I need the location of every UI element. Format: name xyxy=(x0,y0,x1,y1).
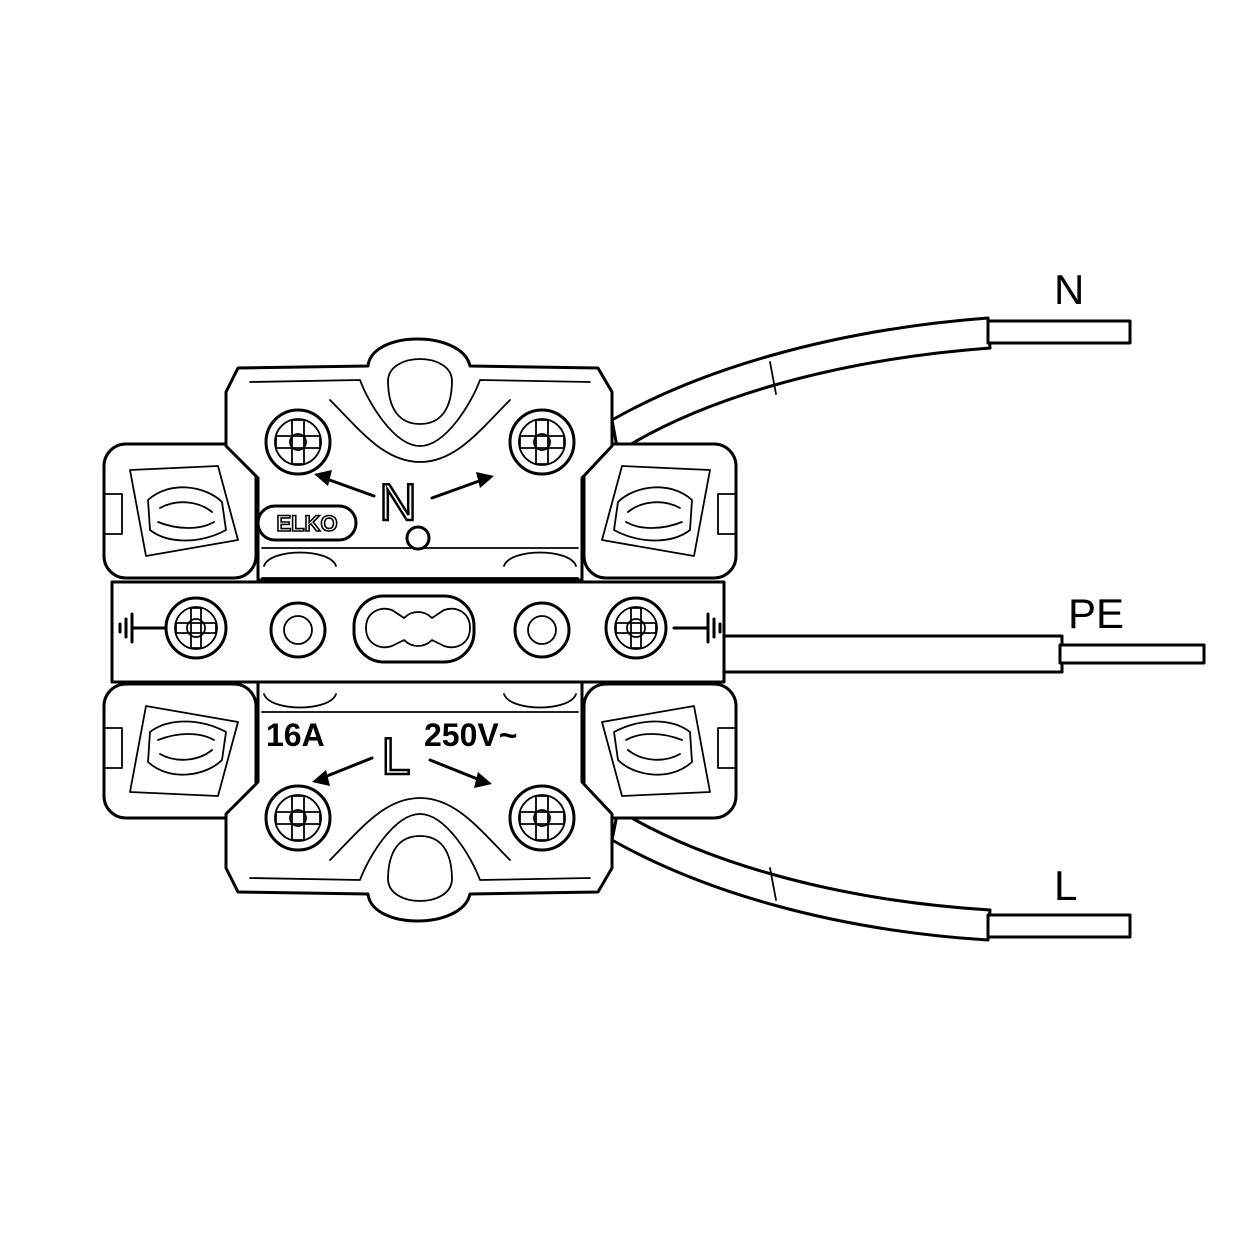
screw-terminal-icon xyxy=(508,408,576,476)
clamp-top-right xyxy=(582,442,738,580)
earth-bar xyxy=(110,580,726,684)
brand-text: ELKO xyxy=(276,511,337,536)
clamp-top-left xyxy=(102,442,258,580)
clamp-bottom-right xyxy=(582,682,738,820)
screw-terminal-icon xyxy=(508,784,576,852)
terminal-letter-neutral: N xyxy=(379,474,417,532)
direction-arrow-icon xyxy=(312,470,494,788)
wire-label-neutral: N xyxy=(1054,266,1084,313)
current-rating: 16A xyxy=(266,717,325,753)
clamp-bottom-left xyxy=(102,682,258,820)
wire-label-earth: PE xyxy=(1068,590,1124,637)
screw-terminal-icon xyxy=(164,596,228,660)
screw-terminal-icon xyxy=(264,408,332,476)
wire-live xyxy=(610,808,1132,942)
voltage-rating: 250V~ xyxy=(424,717,517,753)
brand-logo: ELKO xyxy=(256,504,358,542)
wire-earth xyxy=(720,634,1206,674)
wire-label-live: L xyxy=(1054,862,1077,909)
indicator-hole xyxy=(405,525,431,551)
screw-terminal-icon xyxy=(264,784,332,852)
wire-neutral xyxy=(610,316,1132,454)
screw-terminal-icon xyxy=(604,596,668,660)
terminal-letter-live: L xyxy=(382,728,411,786)
